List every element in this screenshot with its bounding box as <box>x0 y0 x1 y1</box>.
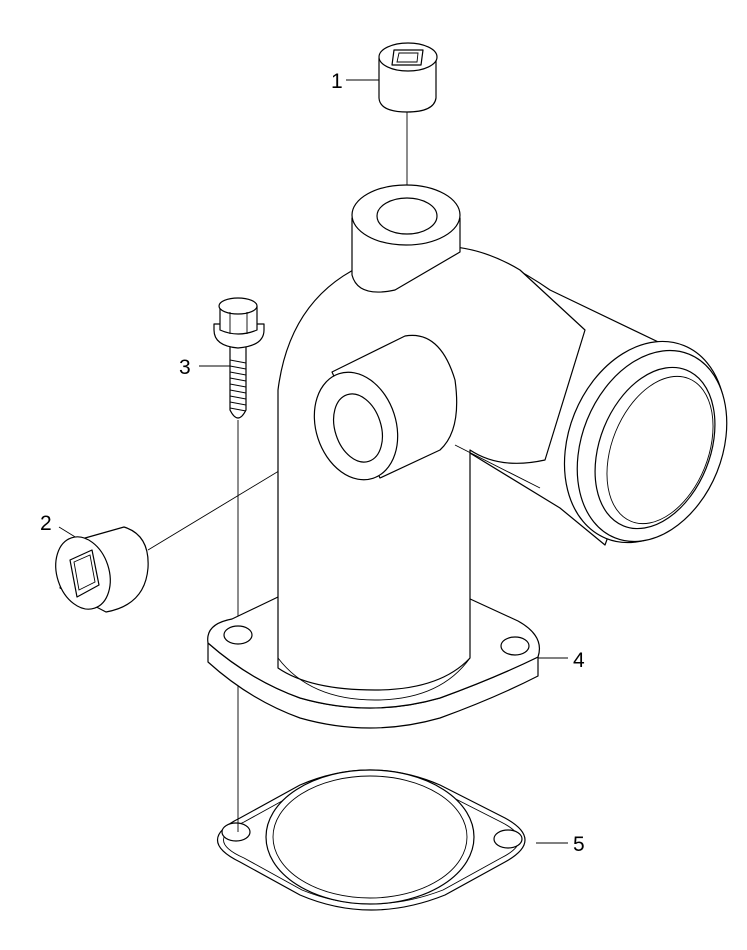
callout-5-label: 5 <box>573 833 585 856</box>
water-outlet-housing <box>207 184 728 729</box>
callout-2-label: 2 <box>40 512 52 535</box>
callout-3-label: 3 <box>179 356 191 379</box>
callout-1-label: 1 <box>331 70 343 93</box>
gasket <box>216 769 526 911</box>
plug-top <box>378 42 438 113</box>
plug-side <box>55 526 149 613</box>
callout-4-label: 4 <box>573 649 585 672</box>
flange-bolt <box>213 297 265 419</box>
